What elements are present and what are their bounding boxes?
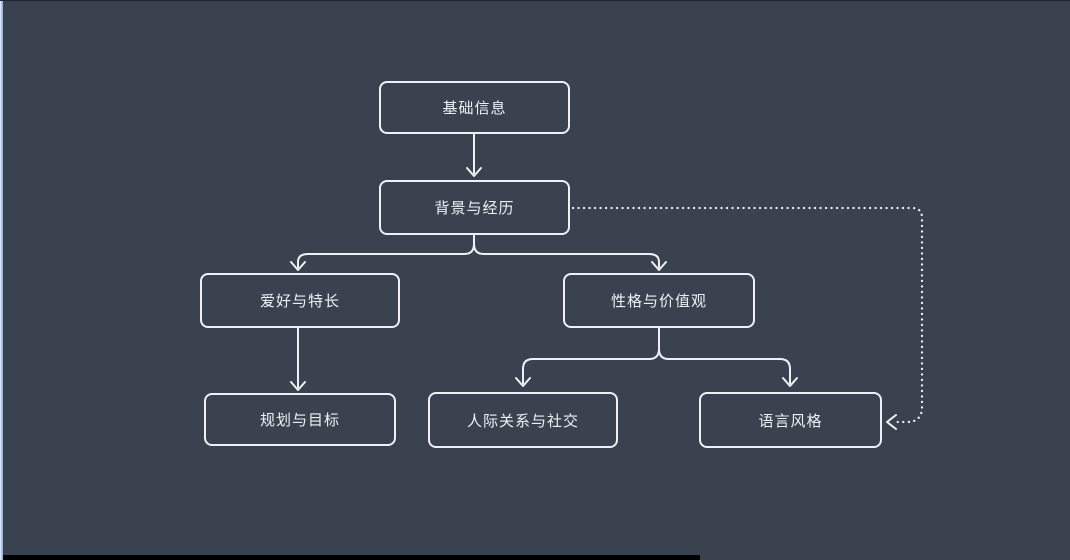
node-personality[interactable]: 性格与价值观 xyxy=(563,273,755,328)
node-basic-info-label: 基础信息 xyxy=(442,100,507,117)
node-language-style-label: 语言风格 xyxy=(758,412,823,430)
node-personality-label: 性格与价值观 xyxy=(610,293,707,310)
node-plans[interactable]: 规划与目标 xyxy=(204,393,396,446)
node-plans-label: 规划与目标 xyxy=(259,412,340,429)
edge-background-to-hobbies xyxy=(290,234,475,271)
edge-background-to-personality xyxy=(473,234,667,271)
edge-hobbies-to-plans xyxy=(290,327,306,391)
edge-personality-to-language xyxy=(658,327,798,387)
edge-personality-to-social xyxy=(515,327,660,387)
node-language-style[interactable]: 语言风格 xyxy=(699,392,882,448)
node-basic-info[interactable]: 基础信息 xyxy=(379,81,570,134)
node-background-label: 背景与经历 xyxy=(434,200,515,217)
window-left-edge xyxy=(0,1,3,560)
node-social[interactable]: 人际关系与社交 xyxy=(428,392,618,448)
node-background[interactable]: 背景与经历 xyxy=(379,180,570,235)
node-social-label: 人际关系与社交 xyxy=(466,412,579,430)
edge-basic-to-background xyxy=(466,133,482,177)
node-hobbies-label: 爱好与特长 xyxy=(259,293,340,310)
edge-background-to-language-arrowhead xyxy=(886,414,897,430)
window-bottom-bar xyxy=(0,555,700,560)
node-hobbies[interactable]: 爱好与特长 xyxy=(200,273,400,328)
